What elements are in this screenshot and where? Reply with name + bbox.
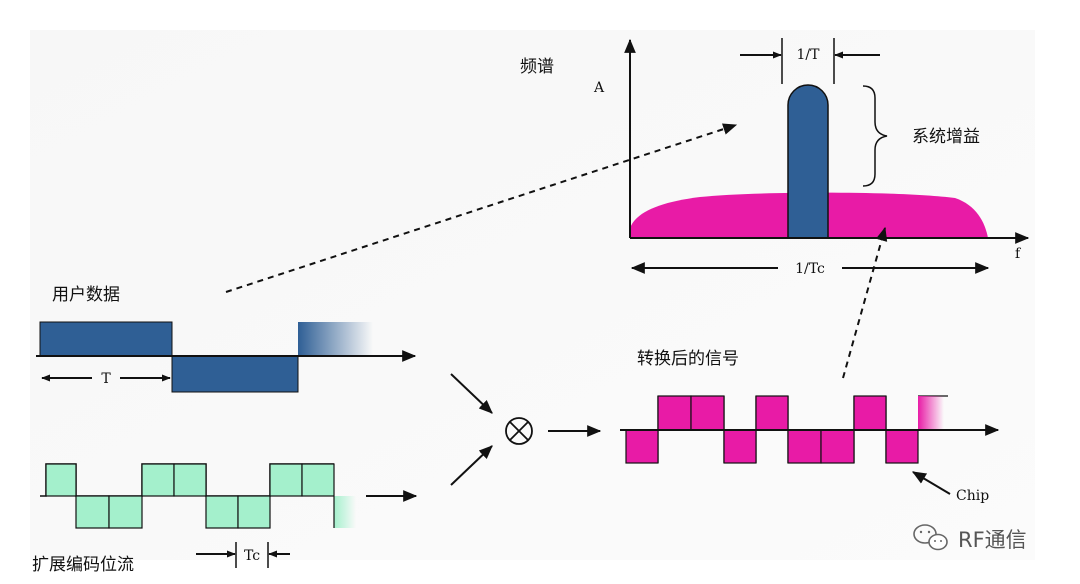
spectrum-narrowband bbox=[787, 84, 829, 239]
amplitude-axis-label: A bbox=[593, 80, 605, 96]
chip-label: Chip bbox=[956, 488, 989, 504]
converted-chip bbox=[657, 395, 692, 431]
converted-chip bbox=[755, 395, 789, 431]
spectrum-plot: A f 频谱 1/T 系统增益 1/Tc bbox=[520, 38, 1030, 277]
multiplier-icon bbox=[505, 417, 533, 445]
spreading-chip bbox=[173, 463, 207, 497]
bit-period-label: T bbox=[101, 371, 111, 387]
user-data-label: 用户数据 bbox=[52, 285, 120, 305]
chip-pointer-arrow bbox=[911, 471, 951, 495]
spreading-code-label: 扩展编码位流 bbox=[32, 555, 134, 575]
watermark-text: RF通信 bbox=[958, 528, 1027, 552]
converted-chip bbox=[885, 429, 919, 464]
spreading-chip bbox=[334, 496, 356, 528]
converted-chip bbox=[690, 395, 725, 431]
user-data-bit bbox=[298, 322, 373, 356]
narrow-bandwidth-label: 1/T bbox=[797, 47, 821, 63]
converted-signal: 转换后的信号 Chip bbox=[620, 349, 1000, 504]
system-gain-brace bbox=[862, 85, 888, 187]
data-into-multiplier-arrow bbox=[450, 373, 493, 414]
watermark: RF通信 bbox=[913, 524, 1027, 552]
spreading-chip bbox=[45, 463, 77, 497]
multiplier bbox=[450, 373, 602, 486]
user-data-bit bbox=[171, 355, 299, 393]
system-gain-label: 系统增益 bbox=[912, 127, 980, 147]
spreading-chip bbox=[237, 495, 271, 529]
spreading-chip bbox=[269, 463, 303, 497]
user-data-bit bbox=[39, 321, 173, 357]
spreading-chip bbox=[75, 495, 110, 529]
user-data-signal: 用户数据 T bbox=[36, 285, 417, 393]
converted-chip bbox=[820, 429, 855, 464]
spectrum-title: 频谱 bbox=[520, 57, 554, 77]
code-into-multiplier-arrow bbox=[450, 445, 493, 486]
spreading-chip bbox=[108, 495, 143, 529]
data-to-spectrum-arrow bbox=[225, 123, 738, 293]
converted-chip bbox=[918, 396, 944, 430]
wechat-icon bbox=[913, 524, 948, 551]
wide-bandwidth-label: 1/Tc bbox=[795, 261, 825, 277]
chip-period-label: Tc bbox=[244, 548, 260, 564]
frequency-axis-label: f bbox=[1015, 246, 1022, 262]
converted-chip bbox=[625, 429, 659, 464]
spreading-chip bbox=[301, 463, 335, 497]
signal-to-spectrum-arrow bbox=[842, 226, 888, 379]
spreading-chip bbox=[141, 463, 175, 497]
converted-signal-label: 转换后的信号 bbox=[637, 349, 739, 369]
converted-chip bbox=[787, 429, 822, 464]
spreading-chip bbox=[205, 495, 239, 529]
converted-chip bbox=[853, 395, 887, 431]
spreading-code-signal: 扩展编码位流 Tc bbox=[32, 463, 418, 575]
converted-chip bbox=[723, 429, 757, 464]
